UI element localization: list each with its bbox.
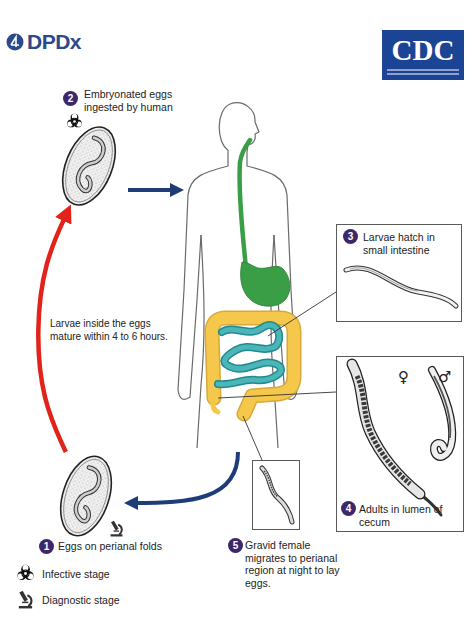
legend-icon	[16, 564, 35, 583]
egg-texture	[53, 451, 120, 541]
sex-symbol: ♀	[398, 369, 409, 385]
stage-text: Adults in lumen of cecum	[359, 503, 463, 528]
egg-shell	[51, 450, 120, 542]
esophagus	[239, 140, 250, 268]
stage-text: Embryonated eggs ingested by human	[84, 88, 184, 113]
adult-worm	[434, 376, 450, 438]
callout-number: 2	[63, 91, 78, 106]
coiled-larva	[74, 138, 108, 193]
egg-shape	[55, 452, 117, 540]
egg-shell	[52, 119, 125, 212]
transmission-arrow	[134, 452, 238, 503]
coiled-larva	[72, 467, 103, 522]
sex-symbol: ♂	[438, 369, 451, 385]
legend-text: Diagnostic stage	[42, 594, 120, 606]
adult-worm	[352, 364, 420, 494]
human-outline	[197, 235, 204, 448]
appendix	[213, 402, 218, 412]
legend-item: Diagnostic stage	[16, 590, 176, 610]
logo-block	[382, 30, 464, 80]
edge-label: Larvae inside the eggs mature within 4 t…	[50, 318, 168, 343]
gravid-worm	[262, 468, 292, 522]
gravid-worm	[262, 468, 292, 522]
coiled-larva	[74, 138, 108, 193]
egg-stage: Embryonated eggs ingested by human	[58, 122, 120, 210]
egg-membrane	[55, 454, 117, 539]
human-head	[219, 103, 259, 152]
leader-line	[243, 416, 262, 460]
callout-number: 3	[343, 229, 358, 244]
logo-mark	[11, 37, 19, 47]
stage-text: Gravid female migrates to perianal regio…	[245, 539, 353, 589]
egg-stage: Eggs on perianal folds	[55, 452, 117, 540]
gravid-worm	[264, 471, 278, 497]
callout-number: 4	[341, 501, 356, 516]
stage-text: Larvae hatch in small intestine	[363, 231, 453, 256]
stomach	[241, 262, 290, 306]
diagnostic-icon	[111, 521, 123, 537]
logo-text: CDC	[382, 35, 464, 65]
egg-membrane	[56, 123, 122, 208]
larva	[350, 268, 418, 291]
logo-text: DPDx	[27, 31, 81, 53]
callout-number: 1	[39, 539, 54, 554]
coiled-larva	[72, 467, 103, 522]
large-intestine	[212, 318, 294, 414]
stage-box: Larvae hatch in small intestine	[336, 224, 462, 322]
logo-stripe	[387, 74, 459, 75]
egg-texture	[54, 121, 125, 212]
transmission-arrow	[128, 188, 174, 192]
legend-icon	[17, 565, 33, 580]
stage-box: Gravid female migrates to perianal regio…	[252, 460, 300, 530]
worm-eggs	[357, 376, 410, 484]
legend-icon	[19, 591, 32, 609]
maturation-arrow	[38, 210, 68, 452]
stage-text: Eggs on perianal folds	[58, 540, 170, 553]
stage-box: Adults in lumen of cecum	[336, 356, 464, 532]
legend-icon	[16, 590, 35, 609]
legend-item: Infective stage	[16, 564, 176, 584]
egg-shape	[51, 450, 120, 542]
adult-worm	[352, 364, 420, 494]
larva	[346, 268, 456, 306]
legend-text: Infective stage	[42, 568, 110, 580]
infective-icon	[67, 114, 81, 128]
leader-line	[218, 392, 336, 398]
adult-worm	[432, 370, 452, 457]
callout-number: 5	[228, 538, 243, 553]
egg-shape	[58, 122, 120, 210]
larva	[346, 268, 456, 306]
leader-line	[268, 292, 336, 336]
large-intestine	[212, 318, 294, 414]
logo-stripe	[387, 70, 459, 71]
logo-mark	[7, 34, 24, 51]
egg-shape	[52, 119, 125, 212]
adult-worm	[432, 370, 452, 457]
